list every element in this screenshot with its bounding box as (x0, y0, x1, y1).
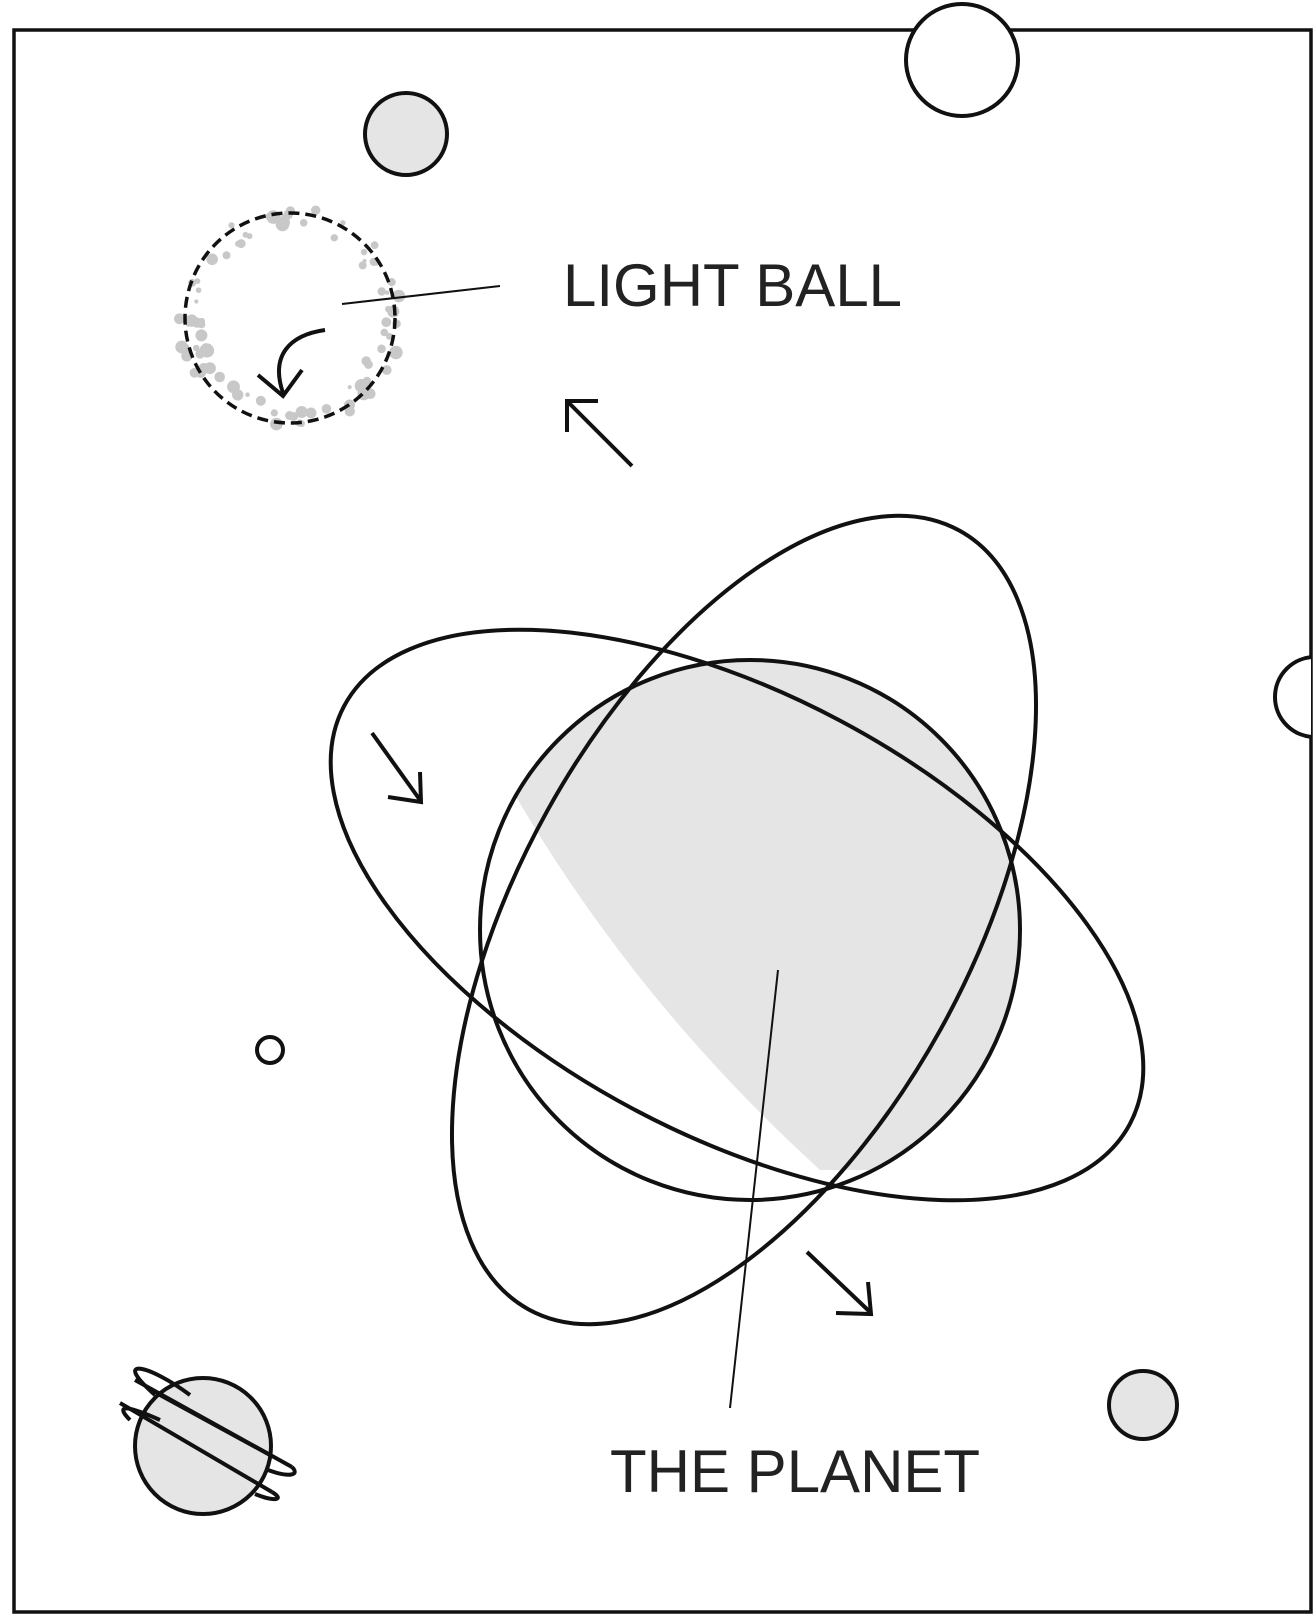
glow-speck (348, 385, 352, 389)
glow-speck (247, 233, 253, 239)
glow-speck (200, 344, 214, 358)
moon-gray-bottom (1109, 1371, 1177, 1439)
glow-speck (235, 241, 241, 247)
glow-speck (331, 234, 338, 241)
moon-top-right (906, 4, 1018, 116)
glow-speck (192, 318, 202, 328)
glow-speck (300, 219, 308, 227)
glow-speck (378, 287, 386, 295)
glow-speck (194, 299, 198, 303)
glow-speck (361, 249, 367, 255)
glow-speck (304, 412, 308, 416)
moon-gray-top (365, 93, 447, 175)
glow-speck (196, 287, 202, 293)
glow-speck (206, 253, 218, 265)
glow-speck (359, 261, 367, 269)
glow-speck (195, 329, 207, 341)
glow-speck (367, 363, 372, 368)
glow-speck (232, 389, 243, 400)
planet-label: THE PLANET (610, 1438, 980, 1505)
glow-speck (377, 345, 386, 354)
glow-speck (381, 317, 391, 327)
glow-speck (223, 251, 231, 259)
glow-speck (385, 291, 389, 295)
glow-speck (311, 206, 320, 215)
glow-speck (245, 392, 250, 397)
glow-speck (271, 409, 278, 416)
glow-speck (174, 313, 185, 324)
light-ball-label: LIGHT BALL (563, 252, 902, 319)
glow-speck (256, 396, 266, 406)
glow-speck (214, 372, 225, 383)
glow-speck (280, 215, 290, 225)
glow-speck (322, 404, 332, 414)
small-moon (257, 1037, 283, 1063)
glow-speck (384, 368, 390, 374)
glow-speck (371, 241, 379, 249)
glow-speck (285, 411, 294, 420)
glow-speck (389, 346, 403, 360)
